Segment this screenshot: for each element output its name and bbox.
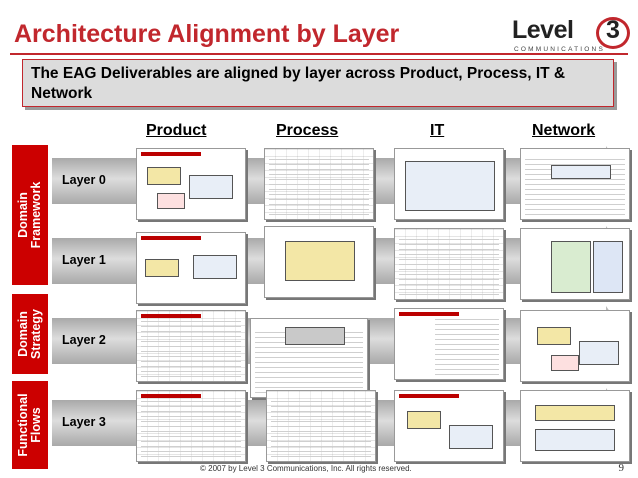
layer-label: Layer 3 (62, 415, 106, 429)
deliverable-thumbnail[interactable] (264, 226, 374, 298)
deliverable-thumbnail[interactable] (520, 148, 630, 220)
deliverable-thumbnail[interactable] (266, 390, 376, 462)
column-header-process: Process (276, 122, 339, 139)
deliverable-thumbnail[interactable] (520, 310, 630, 382)
deliverable-thumbnail[interactable] (394, 228, 504, 300)
deliverable-thumbnail[interactable] (520, 228, 630, 300)
deliverable-thumbnail[interactable] (136, 390, 246, 462)
column-header-network: Network (532, 122, 596, 139)
deliverable-thumbnail[interactable] (394, 390, 504, 462)
page-number: 9 (618, 462, 625, 474)
logo-ring-icon (596, 17, 630, 49)
deliverable-thumbnail[interactable] (394, 148, 504, 220)
deliverable-thumbnail[interactable] (264, 148, 374, 220)
summary-banner: The EAG Deliverables are aligned by laye… (22, 59, 614, 107)
level3-logo: Level 3 COMMUNICATIONS (512, 16, 632, 56)
title-divider (10, 53, 628, 55)
logo-number: 3 (606, 16, 620, 44)
deliverable-thumbnail[interactable] (136, 310, 246, 382)
layer-label: Layer 2 (62, 333, 106, 347)
deliverable-thumbnail[interactable] (520, 390, 630, 462)
logo-subtitle: COMMUNICATIONS (514, 46, 605, 53)
copyright-footer: © 2007 by Level 3 Communications, Inc. A… (200, 464, 412, 473)
slide-title: Architecture Alignment by Layer (14, 20, 400, 48)
deliverable-thumbnail[interactable] (394, 308, 504, 380)
layer-label: Layer 0 (62, 173, 106, 187)
deliverable-thumbnail[interactable] (250, 318, 368, 398)
deliverable-thumbnail[interactable] (136, 232, 246, 304)
summary-text: The EAG Deliverables are aligned by laye… (31, 65, 566, 102)
layer-label: Layer 1 (62, 253, 106, 267)
column-header-it: IT (430, 122, 445, 139)
column-header-product: Product (146, 122, 207, 139)
logo-wordmark: Level (512, 16, 574, 44)
deliverable-thumbnail[interactable] (136, 148, 246, 220)
